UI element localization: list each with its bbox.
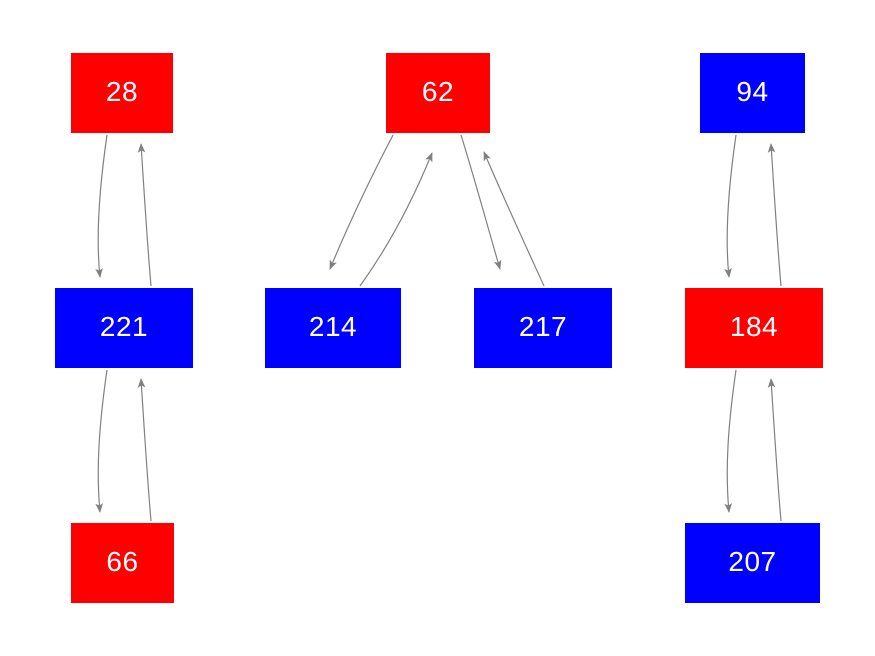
graph-edge-n207-to-n184 xyxy=(767,378,782,522)
graph-node-214[interactable]: 214 xyxy=(265,288,401,368)
graph-node-221[interactable]: 221 xyxy=(55,288,193,368)
graph-node-label: 62 xyxy=(421,76,455,107)
graph-node-label: 184 xyxy=(729,311,779,342)
graph-edge-n217-to-n62 xyxy=(483,151,545,287)
graph-edge-n221-to-n28 xyxy=(137,143,152,287)
graph-node-label: 217 xyxy=(518,311,568,342)
graph-node-label: 28 xyxy=(105,76,139,107)
graph-node-207[interactable]: 207 xyxy=(685,523,820,603)
graph-edge-n62-to-n214 xyxy=(329,134,394,270)
graph-edge-n184-to-n207 xyxy=(724,369,737,513)
graph-edge-n221-to-n66 xyxy=(95,369,108,513)
graph-node-184[interactable]: 184 xyxy=(685,288,823,368)
graph-edge-n214-to-n62 xyxy=(359,152,433,287)
edges-group xyxy=(95,134,782,522)
graph-node-62[interactable]: 62 xyxy=(386,53,490,133)
graph-node-label: 66 xyxy=(106,546,139,577)
graph-node-217[interactable]: 217 xyxy=(474,288,612,368)
graph-node-66[interactable]: 66 xyxy=(71,523,174,603)
graph-edge-n184-to-n94 xyxy=(767,143,782,287)
graph-node-94[interactable]: 94 xyxy=(700,53,805,133)
graph-edge-n66-to-n221 xyxy=(137,378,152,522)
graph-node-label: 94 xyxy=(736,76,769,107)
graph-edge-n28-to-n221 xyxy=(95,134,108,278)
graph-node-28[interactable]: 28 xyxy=(71,53,173,133)
graph-node-label: 214 xyxy=(308,311,358,342)
graph-edge-n62-to-n217 xyxy=(460,134,502,270)
graph-edge-n94-to-n184 xyxy=(724,134,737,278)
graph-node-label: 221 xyxy=(99,311,149,342)
graph-node-label: 207 xyxy=(728,546,777,577)
